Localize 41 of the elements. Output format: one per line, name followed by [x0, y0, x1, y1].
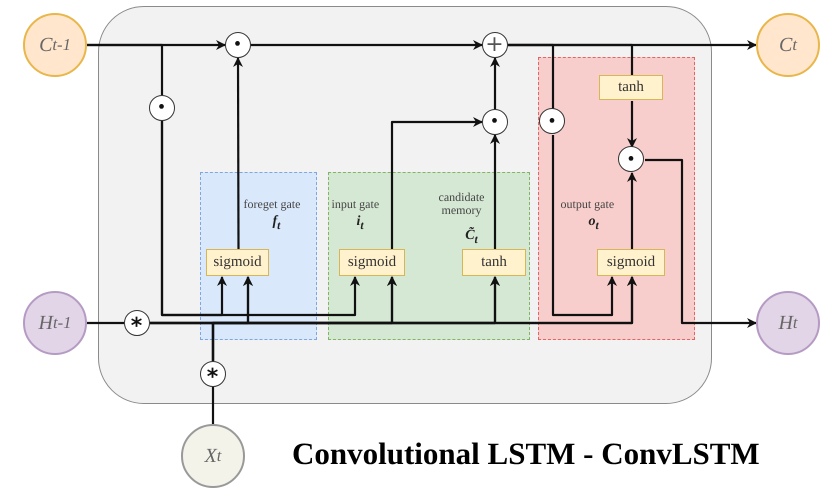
connector-line	[508, 44, 634, 76]
gate-symbol: o$_{t}$	[588, 214, 599, 232]
operator-circle: •	[148, 94, 174, 120]
operator-circle: *	[200, 360, 226, 386]
gate-region	[538, 56, 694, 340]
arrow	[233, 57, 244, 250]
operator-circle: •	[224, 32, 250, 58]
gate-region	[328, 172, 530, 340]
gate-symbol: i$_{t}$	[356, 214, 364, 232]
connector-line	[212, 387, 214, 424]
activation-box: tanh	[599, 75, 663, 100]
gate-label: foreget gate	[244, 198, 300, 210]
diagram-title: Convolutional LSTM - ConvLSTM	[292, 436, 760, 472]
arrow	[212, 276, 637, 361]
operator-circle: •	[482, 108, 508, 134]
cell-background	[98, 6, 712, 404]
arrow	[490, 134, 500, 250]
gate-symbol: C̃$_{t}$	[464, 228, 479, 246]
arrow	[251, 40, 483, 50]
operator-circle: •	[618, 146, 644, 172]
arrow	[627, 172, 637, 250]
arrow	[552, 135, 617, 316]
arrow	[627, 101, 637, 148]
activation-box: sigmoid	[339, 249, 405, 276]
operator-circle: +	[482, 32, 508, 58]
connector-line	[87, 322, 124, 324]
activation-box: sigmoid	[206, 249, 269, 276]
gate-label: input gate	[332, 198, 380, 210]
activation-box: sigmoid	[597, 249, 665, 276]
operator-circle: •	[539, 108, 565, 134]
gate-region	[200, 172, 316, 340]
gate-symbol: f$_{t}$	[272, 214, 280, 232]
arrow	[390, 117, 483, 250]
connector-line	[87, 44, 164, 95]
activation-box: tanh	[462, 249, 526, 276]
gate-label: candidate memory	[438, 190, 486, 216]
arrow	[160, 121, 360, 316]
gate-label: output gate	[560, 198, 614, 210]
arrow	[490, 57, 500, 109]
arrow	[645, 158, 757, 328]
operator-circle: *	[124, 310, 150, 336]
